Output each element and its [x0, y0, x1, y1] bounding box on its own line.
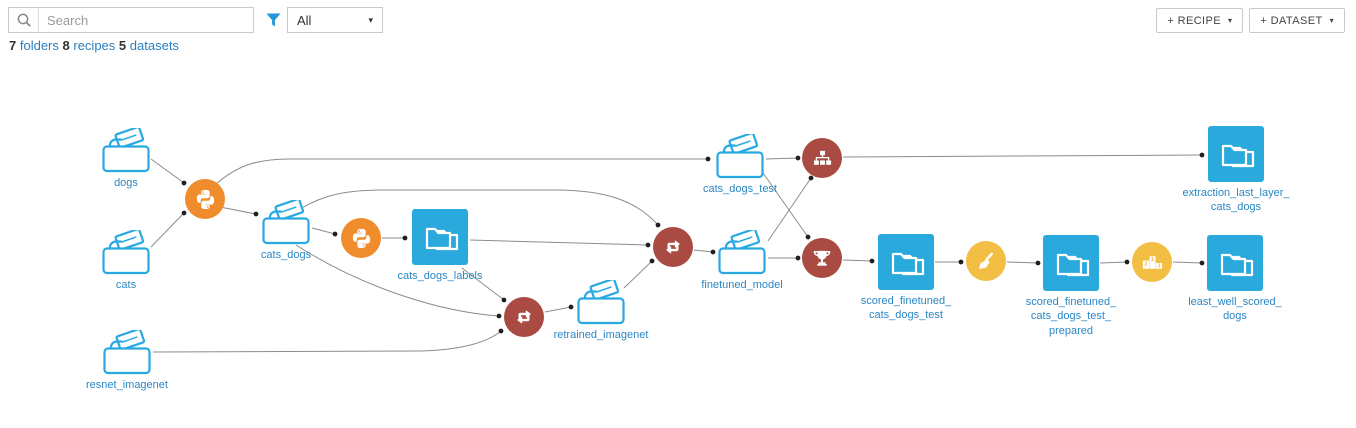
- edge-resnet-to-retrain1: [152, 328, 504, 353]
- python-icon: [352, 228, 370, 248]
- recipe-broom[interactable]: [966, 241, 1006, 281]
- add-dataset-label: + DATASET: [1260, 14, 1323, 27]
- node-label: extraction_last_layer_ cats_dogs: [1182, 187, 1290, 214]
- type-filter-select[interactable]: All ▾: [287, 7, 383, 33]
- dataset-icon: [1208, 126, 1264, 182]
- folder-icon: [102, 230, 150, 275]
- node-label: scored_finetuned_ cats_dogs_test: [860, 295, 952, 322]
- search-box[interactable]: [8, 7, 254, 33]
- folder-dogs[interactable]: dogs: [66, 128, 186, 190]
- caret-down-icon: ▾: [1227, 16, 1233, 25]
- svg-text:3: 3: [1157, 263, 1160, 269]
- python-icon: [196, 189, 214, 209]
- retrain-icon: [517, 310, 531, 324]
- node-label: resnet_imagenet: [86, 379, 168, 391]
- broom-icon: [978, 251, 994, 269]
- recipe-retrain-1[interactable]: [504, 297, 544, 337]
- dataset-icon: [412, 209, 468, 265]
- recipe-retrain-2[interactable]: [653, 227, 693, 267]
- folder-retrained-imagenet[interactable]: retrained_imagenet: [541, 280, 661, 342]
- retrain-icon: [666, 240, 680, 254]
- node-label: least_well_scored_ dogs: [1188, 296, 1282, 323]
- dataset-cats-dogs-labels[interactable]: cats_dogs_labels: [380, 209, 500, 283]
- recipe-python-2[interactable]: [341, 218, 381, 258]
- node-label: retrained_imagenet: [553, 329, 649, 341]
- folder-cats-dogs-test[interactable]: cats_dogs_test: [680, 134, 800, 196]
- folders-count: 7: [9, 38, 17, 53]
- datasets-count: 5: [118, 38, 127, 53]
- type-filter-value: All: [297, 12, 312, 28]
- folder-icon: [262, 200, 310, 245]
- add-recipe-label: + RECIPE: [1167, 14, 1221, 27]
- top-toolbar: All ▾ 7 folders 8 recipes 5 datasets + R…: [0, 0, 1356, 56]
- folder-resnet-imagenet[interactable]: resnet_imagenet: [67, 330, 187, 392]
- node-label: cats: [115, 279, 137, 291]
- dataset-scored-finetuned-cats-dogs-test[interactable]: scored_finetuned_ cats_dogs_test: [846, 234, 966, 323]
- svg-text:2: 2: [1144, 261, 1147, 267]
- folder-cats[interactable]: cats: [66, 230, 186, 292]
- svg-text:1: 1: [1150, 257, 1154, 263]
- sitemap-icon: [812, 149, 832, 165]
- trophy-icon: [813, 250, 831, 267]
- add-recipe-button[interactable]: + RECIPE ▾: [1156, 8, 1244, 33]
- folders-link[interactable]: folders: [19, 38, 59, 53]
- node-label: finetuned_model: [701, 279, 783, 291]
- recipes-link[interactable]: recipes: [73, 38, 116, 53]
- folder-finetuned-model[interactable]: finetuned_model: [682, 230, 802, 292]
- podium-icon: 1 2 3: [1142, 255, 1162, 269]
- dataset-icon: [1043, 235, 1099, 291]
- flow-summary: 7 folders 8 recipes 5 datasets: [9, 38, 179, 53]
- add-dataset-button[interactable]: + DATASET ▾: [1249, 8, 1345, 33]
- recipe-podium[interactable]: 1 2 3: [1132, 242, 1172, 282]
- node-label: cats_dogs_test: [703, 183, 777, 195]
- caret-down-icon: ▾: [1329, 16, 1334, 25]
- node-label: dogs: [114, 177, 138, 189]
- edge-python1-to-cats-dogs-test: [215, 156, 711, 185]
- recipe-sitemap[interactable]: [802, 138, 842, 178]
- dataset-icon: [878, 234, 934, 290]
- node-label: cats_dogs_labels: [397, 270, 483, 282]
- folder-icon: [718, 230, 766, 275]
- folder-icon: [716, 134, 764, 179]
- node-label: scored_finetuned_ cats_dogs_test_ prepar…: [1025, 296, 1117, 337]
- dataset-icon: [1207, 235, 1263, 291]
- recipe-python-1[interactable]: [185, 179, 225, 219]
- recipes-count: 8: [62, 38, 70, 53]
- folder-icon: [103, 330, 151, 375]
- search-input[interactable]: [39, 12, 253, 28]
- edge-sitemap-to-extraction: [842, 152, 1205, 158]
- folder-icon: [102, 128, 150, 173]
- folder-cats-dogs[interactable]: cats_dogs: [226, 200, 346, 262]
- dataset-least-well-scored-dogs[interactable]: least_well_scored_ dogs: [1175, 235, 1295, 324]
- dataset-scored-finetuned-cats-dogs-test-prepared[interactable]: scored_finetuned_ cats_dogs_test_ prepar…: [1011, 235, 1131, 338]
- node-label: cats_dogs: [260, 249, 312, 261]
- caret-down-icon: ▾: [368, 14, 373, 25]
- datasets-link[interactable]: datasets: [129, 38, 179, 53]
- search-icon: [9, 8, 39, 32]
- recipe-trophy[interactable]: [802, 238, 842, 278]
- dataset-extraction-last-layer-cats-dogs[interactable]: extraction_last_layer_ cats_dogs: [1176, 126, 1296, 215]
- folder-icon: [577, 280, 625, 325]
